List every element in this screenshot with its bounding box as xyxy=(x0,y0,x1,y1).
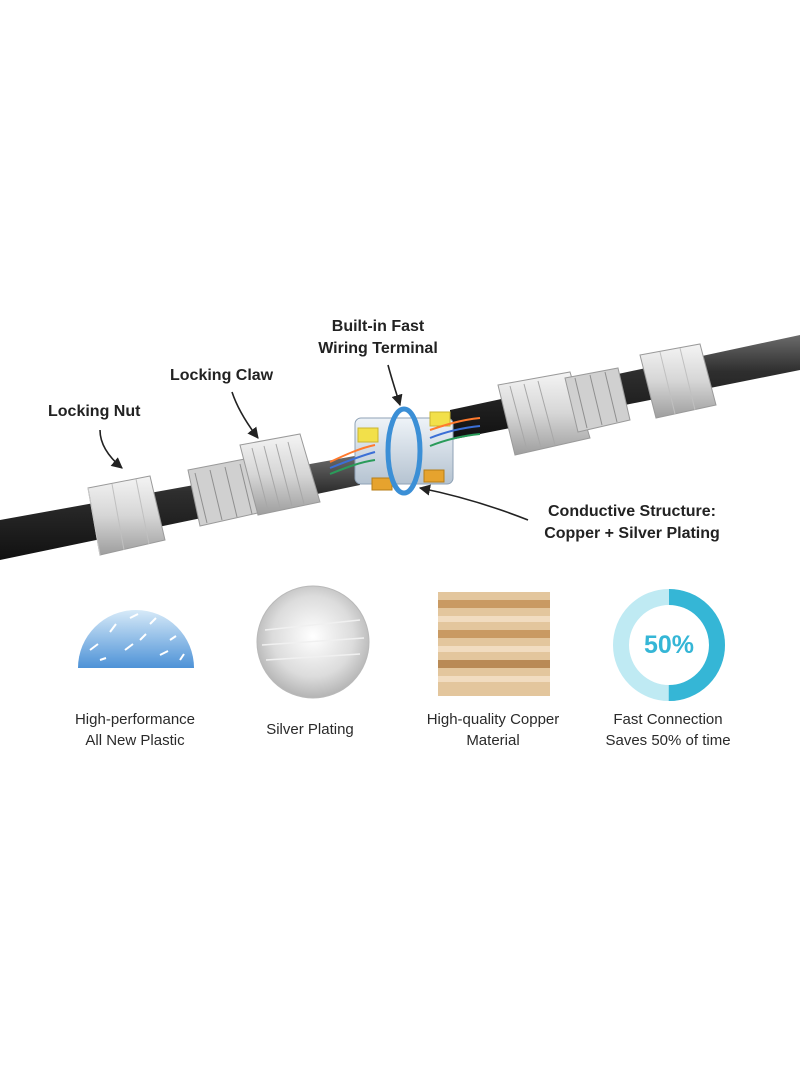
percent-ring-icon xyxy=(613,589,725,701)
left-locking-nut xyxy=(87,475,166,556)
locking-claw-label: Locking Claw xyxy=(170,367,274,384)
copper-rods-icon xyxy=(438,592,550,696)
terminal-label: Built-in Fast Wiring Terminal xyxy=(318,316,438,360)
callout-arrows xyxy=(99,364,529,521)
terminal-label-line-2: Wiring Terminal xyxy=(318,340,438,357)
right-locking-nut xyxy=(639,343,717,419)
feature-fast-line-2: Saves 50% of time xyxy=(605,732,731,749)
feature-plastic-line-2: All New Plastic xyxy=(85,732,185,749)
left-locking-claw xyxy=(187,433,321,527)
feature-silver-line-1: Silver Plating xyxy=(266,721,354,738)
right-housing xyxy=(497,367,631,456)
locking-nut-label: Locking Nut xyxy=(48,403,141,420)
feature-fast-line-1: Fast Connection xyxy=(613,711,723,728)
conductive-label-line-1: Conductive Structure: xyxy=(547,503,716,520)
fast-wiring-terminal xyxy=(329,406,481,496)
feature-copper-line-2: Material xyxy=(466,732,520,749)
conductive-structure-label: Conductive Structure: Copper + Silver Pl… xyxy=(532,501,732,545)
feature-fast-connection: Fast Connection Saves 50% of time xyxy=(573,709,763,751)
silver-disc-icon xyxy=(256,585,370,699)
conductive-label-line-2: Copper + Silver Plating xyxy=(544,525,720,542)
feature-copper-line-1: High-quality Copper xyxy=(426,711,560,728)
plastic-pellets-icon xyxy=(78,610,194,668)
feature-silver: Silver Plating xyxy=(215,719,405,740)
feature-copper: High-quality Copper Material xyxy=(398,709,588,751)
feature-plastic-line-1: High-performance xyxy=(74,711,196,728)
percent-value: 50% xyxy=(643,631,695,659)
feature-plastic: High-performance All New Plastic xyxy=(40,709,230,751)
terminal-label-line-1: Built-in Fast xyxy=(331,318,425,335)
